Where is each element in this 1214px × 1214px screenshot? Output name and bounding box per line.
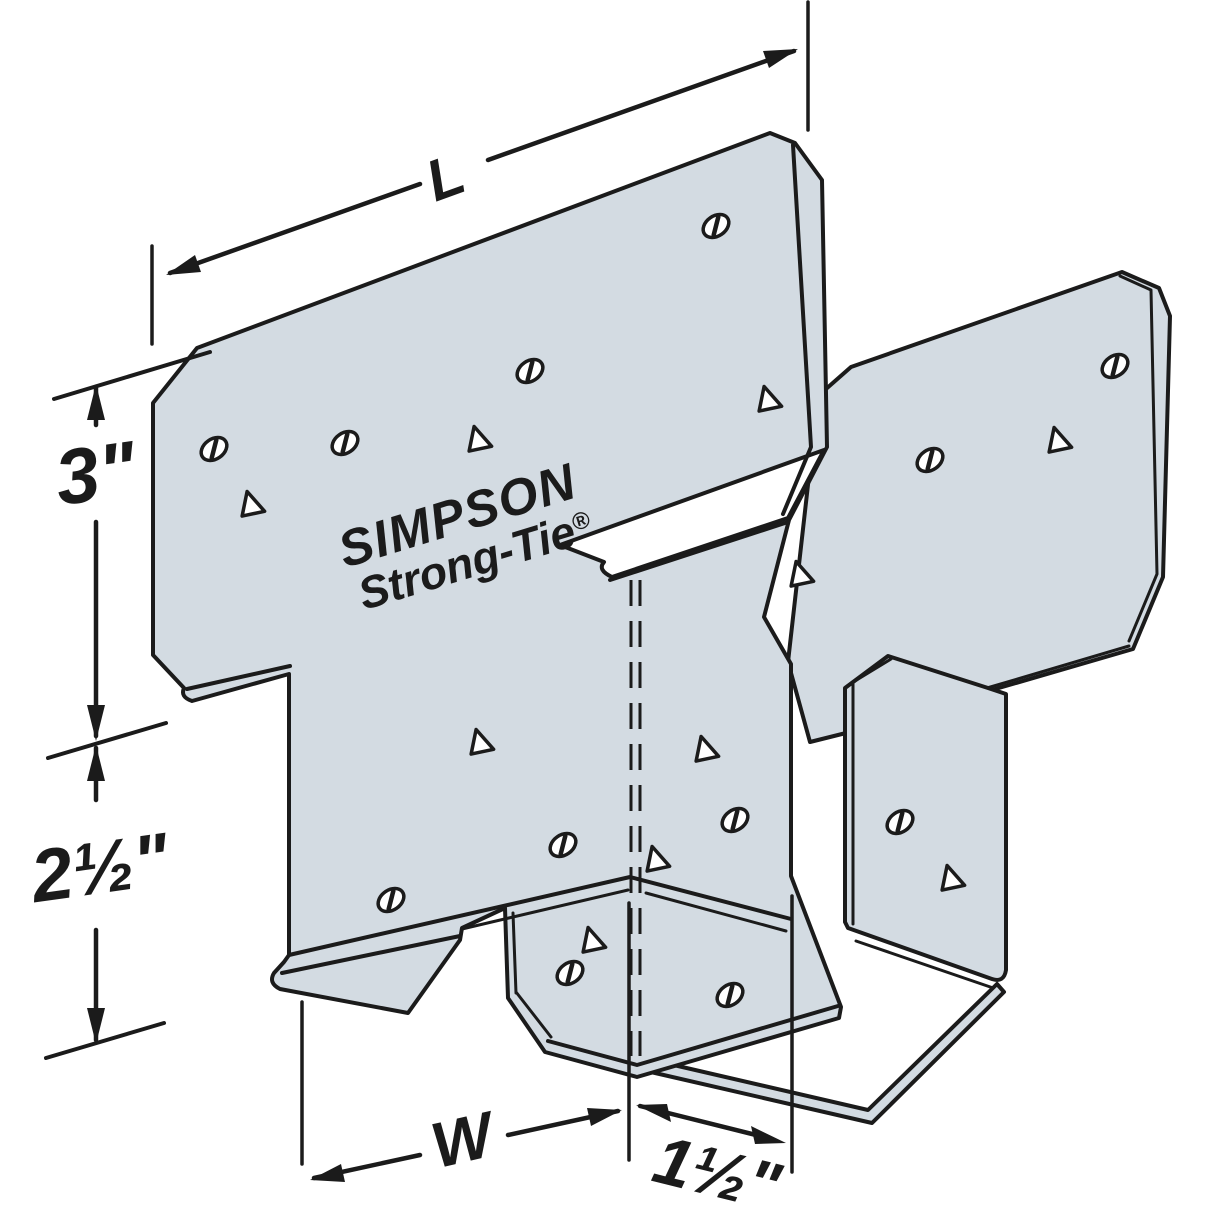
screw-hole-icon [715, 981, 745, 1009]
screw-hole-markers [199, 212, 1130, 1009]
back-plate-face [786, 270, 1172, 744]
nail-triangle-icon [240, 489, 267, 518]
upper-height-arrow-top [87, 384, 105, 420]
nail-triangle-icon [581, 925, 608, 954]
center-hem-inner-line [546, 1004, 840, 1067]
nail-triangle-icon [940, 863, 967, 892]
screw-hole-icon [1100, 352, 1130, 380]
nail-triangle-icon [694, 734, 721, 763]
back-plate-thickness-lines [985, 274, 1159, 690]
nail-triangle-icon [789, 559, 816, 588]
nail-triangle-icon [645, 844, 672, 873]
center-chamfer-thickness [511, 911, 553, 1039]
side-offset-arrow-left [636, 1104, 671, 1122]
length-label: L [418, 141, 474, 214]
lower-height-tick [44, 1021, 166, 1060]
right-flange [843, 654, 1008, 993]
nail-triangle-icon [1047, 425, 1074, 454]
length-arrow-right [763, 49, 798, 68]
lower-height-label: 2½" [24, 817, 175, 919]
lower-height-arrow-top [87, 745, 105, 781]
length-dim-line [167, 48, 797, 276]
screw-hole-icon [376, 886, 406, 914]
rear-hem-strip-line [608, 520, 790, 582]
lower-height-arrow-bottom [87, 1008, 105, 1044]
dimension-lower-height: 2½" [24, 745, 175, 1060]
bend-notch-cutout [558, 448, 826, 579]
screw-hole-icon [548, 831, 578, 859]
screw-hole-icon [915, 446, 945, 474]
dimension-upper-height: 3" [46, 350, 212, 760]
width-arrow-right [587, 1108, 622, 1126]
screw-hole-icon [330, 429, 360, 457]
right-edge-inner-line [781, 143, 813, 516]
screw-hole-icon [555, 959, 585, 987]
dimension-side-offset: 1½" [636, 894, 794, 1214]
screw-hole-icon [515, 357, 545, 385]
overhang-hem-line [185, 664, 292, 691]
upper-height-arrow-bottom [87, 705, 105, 741]
nail-triangle-icon [757, 384, 784, 413]
right-flange-thickness-lines [848, 657, 1004, 993]
screw-hole-icon [885, 808, 915, 836]
width-ext-lines [300, 901, 631, 1166]
nail-triangle-markers [240, 384, 1074, 954]
length-ext-lines [150, 0, 810, 346]
length-arrow-left [166, 255, 201, 275]
right-flange-face [843, 654, 1008, 982]
side-offset-arrow-right [751, 1126, 786, 1144]
front-plate [151, 131, 843, 1079]
nail-triangle-icon [469, 727, 496, 756]
upper-height-ticks [46, 350, 212, 760]
width-arrow-left [310, 1164, 345, 1182]
screw-hole-icon [720, 806, 750, 834]
screw-hole-icon [199, 435, 229, 463]
bottom-hem-offset-lines [460, 888, 788, 933]
front-plate-face [151, 131, 843, 1079]
back-plate [786, 270, 1172, 744]
screw-hole-icon [701, 212, 731, 240]
nail-triangle-icon [467, 424, 494, 453]
upper-height-label: 3" [50, 424, 143, 522]
left-seat-flange-top-edge [280, 934, 462, 975]
width-label: W [424, 1097, 504, 1182]
